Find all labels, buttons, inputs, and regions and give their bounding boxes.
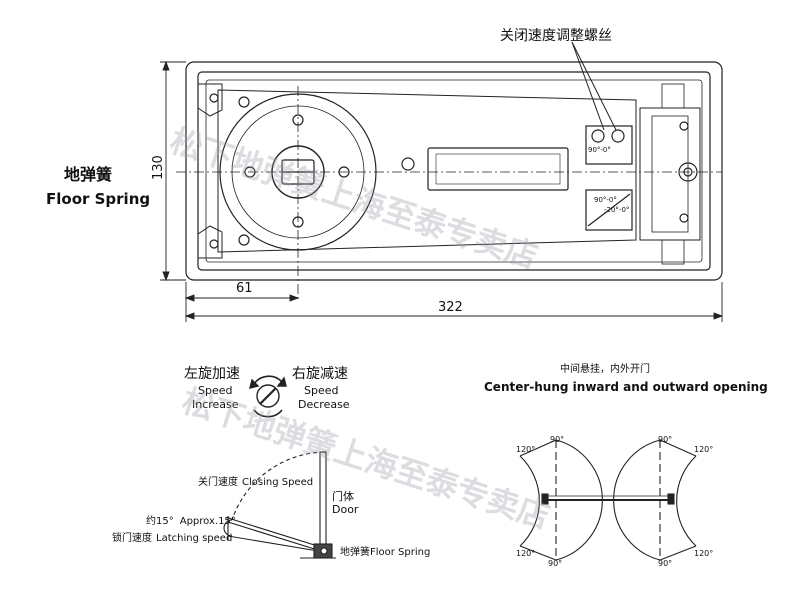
angle-90-top-left: 90°	[550, 435, 564, 444]
outer-frame	[185, 61, 723, 281]
angle-120-top-left: 120°	[516, 445, 535, 454]
dim-offset: 61	[236, 281, 253, 296]
speed-knob	[249, 375, 287, 418]
angle-90-bottom-left: 90°	[548, 559, 562, 568]
speed-left-en-2: Increase	[192, 398, 239, 411]
angle-120-top-right: 120°	[694, 445, 713, 454]
dimensions	[160, 60, 724, 322]
dim-length: 322	[438, 300, 463, 315]
screw-right	[611, 129, 625, 143]
speed-left-en-1: Speed	[198, 384, 232, 397]
approx-angle-label: 约15°Approx.15°	[146, 514, 236, 527]
speed-right-en-1: Speed	[304, 384, 338, 397]
speed-right-cn: 右旋减速	[292, 366, 348, 382]
inner-frame	[197, 71, 711, 271]
screw-left	[591, 129, 605, 143]
speed-left-cn: 左旋加速	[184, 366, 240, 382]
slot	[427, 147, 569, 191]
title-en: Floor Spring	[46, 190, 150, 208]
title-cn: 地弹簧	[64, 165, 112, 184]
angle-120-bottom-right: 120°	[694, 549, 713, 558]
speed-right-en-2: Decrease	[298, 398, 350, 411]
angle-90-bottom-right: 90°	[658, 559, 672, 568]
door-cn-label: 门体	[332, 489, 354, 503]
dim-height: 130	[151, 155, 166, 180]
floor-spring-label: 地弹簧Floor Spring	[340, 545, 430, 558]
door-swing-diagram	[223, 451, 336, 559]
opening-diagram	[519, 439, 697, 561]
opening-title-cn: 中间悬挂，内外开门	[560, 362, 650, 375]
opening-title-en: Center-hung inward and outward opening	[484, 380, 768, 394]
plan-view	[176, 61, 723, 300]
angle-small-label: -20°-0°	[604, 206, 629, 214]
door-en-label: Door	[332, 503, 359, 516]
adjust-screw-label: 关闭速度调整螺丝	[500, 28, 612, 44]
angle-90-label: 90°-0°	[588, 146, 611, 154]
adjust-screw-box	[585, 125, 633, 165]
angle-90-alt-label: 90°-0°	[594, 196, 617, 204]
angle-90-top-right: 90°	[658, 435, 672, 444]
angle-120-bottom-left: 120°	[516, 549, 535, 558]
